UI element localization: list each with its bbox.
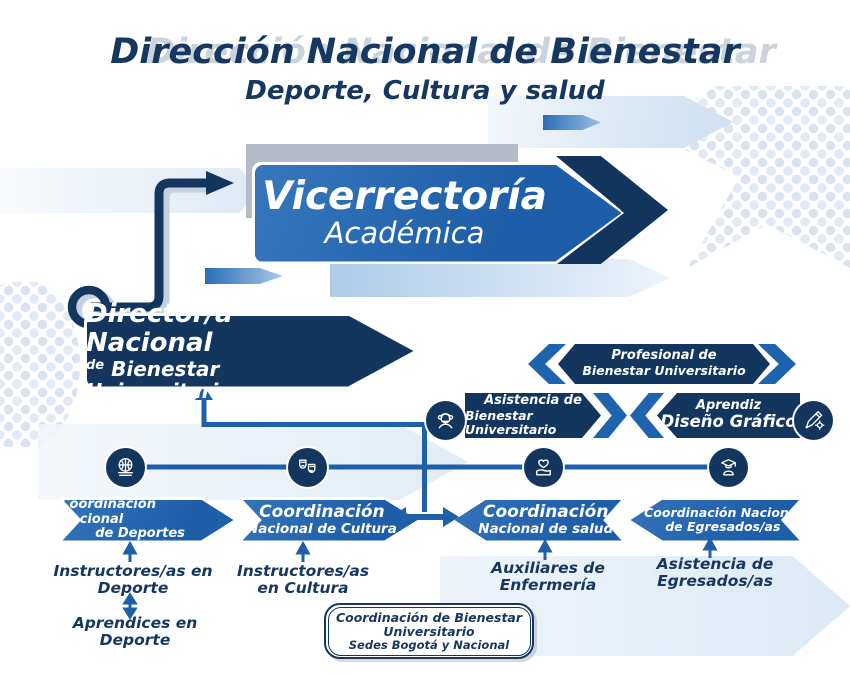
graphic-design-icon [794,401,833,440]
asistencia-band: Asistencia de Bienestar Universitario [465,393,601,438]
label-asistencia-egresados: Asistencia de Egresados/as [656,555,774,590]
coordinacion-egresados-label: Coordinación Nacional de Egresados/as [644,505,802,534]
footer-coordinacion-box: Coordinación de Bienestar Universitario … [324,603,534,659]
label-auxiliares-enfermeria: Auxiliares de Enfermería [491,559,605,594]
coordinacion-egresados-banner: Coordinación Nacional de Egresados/as [628,497,802,543]
basketball-icon [106,448,145,487]
vicerrectoria-banner-fill [254,164,622,262]
decor-band-arrow-top [488,96,733,148]
page-subtitle: Deporte, Cultura y salud [245,76,605,106]
vicerrectoria-banner [252,162,624,264]
page-title: Dirección Nacional de Bienestar [110,32,740,72]
director-line2: de Bienestar Universitario [86,356,233,403]
aprendiz-band: Aprendiz Diseño Gráfico [657,393,800,438]
decor-band-under-banner [330,259,670,297]
footer-coordinacion-text: Coordinación de Bienestar Universitario … [327,606,531,656]
vicerrectoria-line2: Académica [324,216,485,251]
asistencia-line1: Asistencia de [484,392,582,408]
decor-small-arrow-top [543,115,601,130]
page-title-echo: Dirección Nacional de Bienestar [146,32,776,72]
profesional-line1: Profesional de [611,348,717,364]
label-instructores-deporte: Instructores/as en Deporte [53,562,213,597]
assistant-person-icon [426,401,465,440]
vicerrectoria-line1: Vicerrectoría [262,174,547,220]
label-instructores-cultura: Instructores/as en Cultura [236,562,370,597]
coordinacion-cultura-banner: Coordinación Nacional de Cultura [240,497,420,543]
profesional-band: Profesional de Bienestar Universitario [558,344,770,384]
aprendiz-line2: Diseño Gráfico [660,412,797,432]
aprendiz-line1: Aprendiz [695,397,762,413]
coordinacion-deportes-banner: Coordinación Nacional de Deportes [60,497,236,543]
aprendiz-banner: Aprendiz Diseño Gráfico [630,393,800,438]
coordinacion-salud-label: Coordinación Nacional de salud [478,501,614,537]
director-label: Director/a Nacional de Bienestar Univers… [86,300,354,402]
coordinacion-deportes-label: Coordinación Nacional de Deportes [60,497,185,542]
label-aprendices-deporte: Aprendices en Deporte [72,614,198,649]
coordinacion-cultura-label: Coordinación Nacional de Cultura [246,501,397,537]
director-line1: Director/a Nacional [86,299,233,358]
heart-hand-icon [524,448,563,487]
asistencia-banner: Asistencia de Bienestar Universitario [465,393,627,438]
coordinacion-salud-banner: Coordinación Nacional de salud [452,497,624,543]
vicerrectoria-label: Vicerrectoría Académica [252,163,557,263]
graduate-icon [709,448,748,487]
asistencia-line2: Bienestar Universitario [465,407,557,437]
decor-small-arrow-mid [205,268,283,284]
theater-masks-icon [288,448,327,487]
profesional-banner: Profesional de Bienestar Universitario [528,344,796,384]
director-banner [84,313,416,389]
profesional-line2: Bienestar Universitario [582,363,746,379]
director-banner-fill [86,315,414,387]
